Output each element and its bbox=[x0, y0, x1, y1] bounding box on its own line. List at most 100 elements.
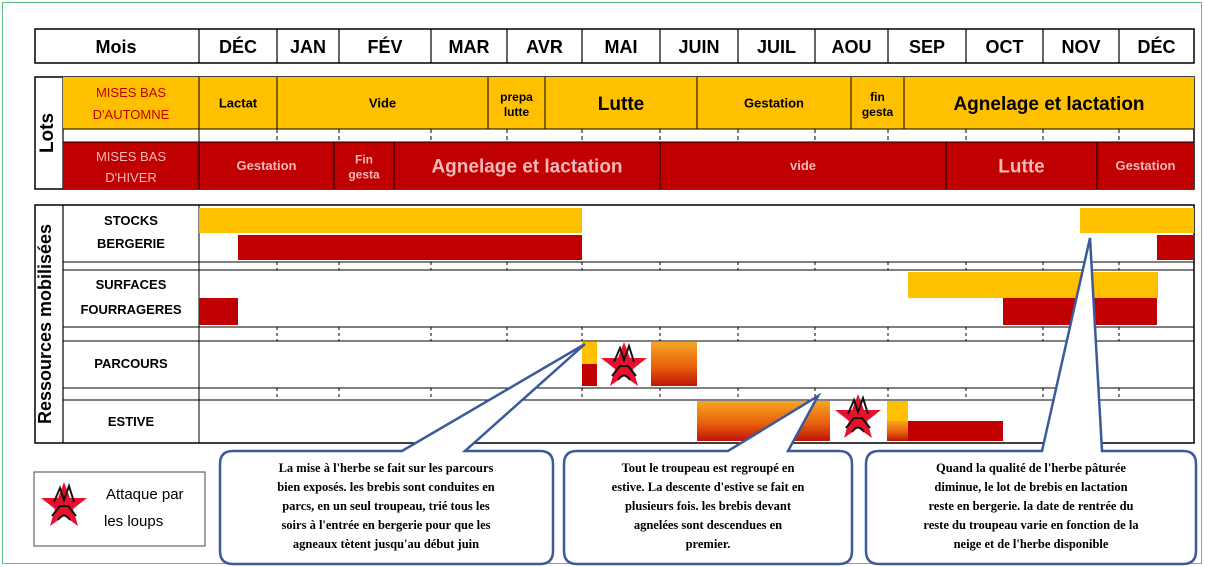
month-label: DÉC bbox=[219, 36, 257, 57]
month-label: NOV bbox=[1061, 37, 1100, 57]
callout-text-line: La mise à l'herbe se fait sur les parcou… bbox=[279, 461, 494, 475]
hiver-phase-bar bbox=[199, 142, 334, 189]
automne-phase-label: fin bbox=[870, 90, 885, 104]
month-header-box bbox=[34, 28, 1195, 64]
parcours-automne-bar bbox=[582, 342, 597, 364]
automne-phase-bar bbox=[697, 77, 851, 129]
automne-phase-bar bbox=[545, 77, 697, 129]
automne-label-line2: D'AUTOMNE bbox=[93, 107, 170, 122]
stocks-automne-bar-1 bbox=[199, 208, 582, 233]
month-label: FÉV bbox=[367, 36, 402, 57]
automne-phase-bar bbox=[199, 77, 277, 129]
month-label: JAN bbox=[290, 37, 326, 57]
legend-text-line2: les loups bbox=[104, 513, 163, 530]
hiver-phase-bar bbox=[394, 142, 660, 189]
month-header: Mois DÉC JAN FÉV MAR AVR MAI JUIN JUIL AOU SEP OCT… bbox=[34, 28, 1195, 64]
lots-section: Lots MISES BAS D'AUTOMNE Lactat Vide prepa… bbox=[34, 76, 1195, 190]
month-label: DÉC bbox=[1137, 36, 1175, 57]
hiver-phase-bar bbox=[946, 142, 1097, 189]
mois-label: Mois bbox=[95, 37, 136, 57]
wolf-attack-icon bbox=[41, 482, 87, 526]
automne-phase-label: prepa bbox=[500, 90, 533, 104]
callout-1-bubble bbox=[218, 342, 586, 566]
callout-text-line: agneaux tètent jusqu'au début juin bbox=[293, 537, 479, 551]
automne-phase-label: Agnelage et lactation bbox=[953, 94, 1144, 115]
automne-phase-label: Gestation bbox=[744, 96, 804, 111]
callout-2: Tout le troupeau est regroupé en estive. … bbox=[562, 392, 854, 566]
month-label: MAI bbox=[605, 37, 638, 57]
estive-label: ESTIVE bbox=[108, 414, 155, 429]
ressources-section-label: Ressources mobilisées bbox=[35, 224, 55, 424]
hiver-label-line2: D'HIVER bbox=[105, 170, 157, 185]
automne-phase-bar bbox=[277, 77, 488, 129]
ressources-section: Ressources mobilisées STOCKS BERGERIE SU… bbox=[34, 204, 1195, 444]
automne-phase-bar bbox=[488, 77, 545, 129]
stocks-hiver-bar-2 bbox=[1157, 235, 1194, 260]
month-label: MAR bbox=[449, 37, 490, 57]
callout-3-bubble bbox=[864, 237, 1198, 566]
wolf-attack-icon bbox=[601, 342, 647, 386]
parcours-gradient-bar bbox=[651, 342, 697, 386]
lots-section-label: Lots bbox=[37, 113, 58, 153]
month-label: AOU bbox=[832, 37, 872, 57]
callout-text-line: parcs, en un seul troupeau, trié tous le… bbox=[282, 499, 490, 513]
automne-phase-bar bbox=[904, 77, 1194, 129]
hiver-phase-label: Gestation bbox=[237, 158, 297, 173]
callout-text-line: estive. La descente d'estive se fait en bbox=[612, 480, 805, 494]
hiver-label-line1: MISES BAS bbox=[96, 149, 166, 164]
surfaces-hiver-bar-1 bbox=[199, 298, 238, 325]
surfaces-label-line1: SURFACES bbox=[96, 277, 167, 292]
hiver-phase-label: gesta bbox=[348, 168, 380, 182]
legend-text-line1: Attaque par bbox=[106, 486, 184, 503]
automne-phase-label: Lactat bbox=[219, 96, 258, 111]
stocks-hiver-bar-1 bbox=[238, 235, 582, 260]
parcours-hiver-bar bbox=[582, 364, 597, 386]
callout-text-line: plusieurs fois. les brebis devant bbox=[625, 499, 792, 513]
month-label: AVR bbox=[526, 37, 563, 57]
callout-text-line: bien exposés. les brebis sont conduites … bbox=[277, 480, 495, 494]
callout-2-bubble bbox=[562, 392, 854, 566]
automne-label-cell bbox=[63, 77, 199, 129]
legend: Attaque par les loups bbox=[33, 471, 206, 547]
estive-hiver-bar bbox=[908, 421, 1003, 441]
automne-phase-label: Lutte bbox=[598, 94, 644, 115]
stocks-label-line2: BERGERIE bbox=[97, 236, 165, 251]
month-label: JUIL bbox=[757, 37, 796, 57]
hiver-label-cell bbox=[63, 142, 199, 189]
automne-phase-label: Vide bbox=[369, 96, 396, 111]
hiver-phase-label: Agnelage et lactation bbox=[431, 156, 622, 177]
callout-text-line: diminue, le lot de brebis en lactation bbox=[934, 480, 1127, 494]
callout-text-line: premier. bbox=[686, 537, 731, 551]
automne-label-line1: MISES BAS bbox=[96, 85, 166, 100]
callout-text-line: reste en bergerie. la date de rentrée du bbox=[928, 499, 1133, 513]
hiver-phase-bar bbox=[660, 142, 946, 189]
callout-text-line: soirs à l'entrée en bergerie pour que le… bbox=[281, 518, 490, 532]
hiver-phase-label: vide bbox=[790, 158, 816, 173]
month-label: SEP bbox=[909, 37, 945, 57]
callout-text-line: Tout le troupeau est regroupé en bbox=[622, 461, 795, 475]
automne-phase-label: gesta bbox=[862, 105, 894, 119]
estive-automne-bar bbox=[887, 401, 908, 421]
wolf-attack-icon bbox=[835, 394, 881, 438]
callout-text-line: neige et de l'herbe disponible bbox=[954, 537, 1109, 551]
estive-gradient-bar-2 bbox=[887, 421, 908, 441]
hiver-phase-label: Fin bbox=[355, 153, 373, 167]
callout-1: La mise à l'herbe se fait sur les parcou… bbox=[218, 342, 586, 566]
stocks-label-line1: STOCKS bbox=[104, 213, 158, 228]
month-label: OCT bbox=[986, 37, 1024, 57]
surfaces-label-line2: FOURRAGERES bbox=[80, 302, 181, 317]
hiver-phase-bar bbox=[334, 142, 394, 189]
callout-text-line: Quand la qualité de l'herbe pâturée bbox=[936, 461, 1126, 475]
automne-phase-label: lutte bbox=[504, 105, 530, 119]
callout-text-line: agnelées sont descendues en bbox=[634, 518, 782, 532]
callout-3: Quand la qualité de l'herbe pâturée dimin… bbox=[864, 237, 1198, 566]
hiver-phase-label: Gestation bbox=[1116, 158, 1176, 173]
surfaces-automne-bar bbox=[908, 272, 1158, 298]
stocks-automne-bar-2 bbox=[1080, 208, 1194, 233]
automne-phase-bar bbox=[851, 77, 904, 129]
hiver-phase-label: Lutte bbox=[998, 156, 1044, 177]
month-label: JUIN bbox=[678, 37, 719, 57]
callout-text-line: reste du troupeau varie en fonction de l… bbox=[923, 518, 1139, 532]
hiver-phase-bar bbox=[1097, 142, 1194, 189]
